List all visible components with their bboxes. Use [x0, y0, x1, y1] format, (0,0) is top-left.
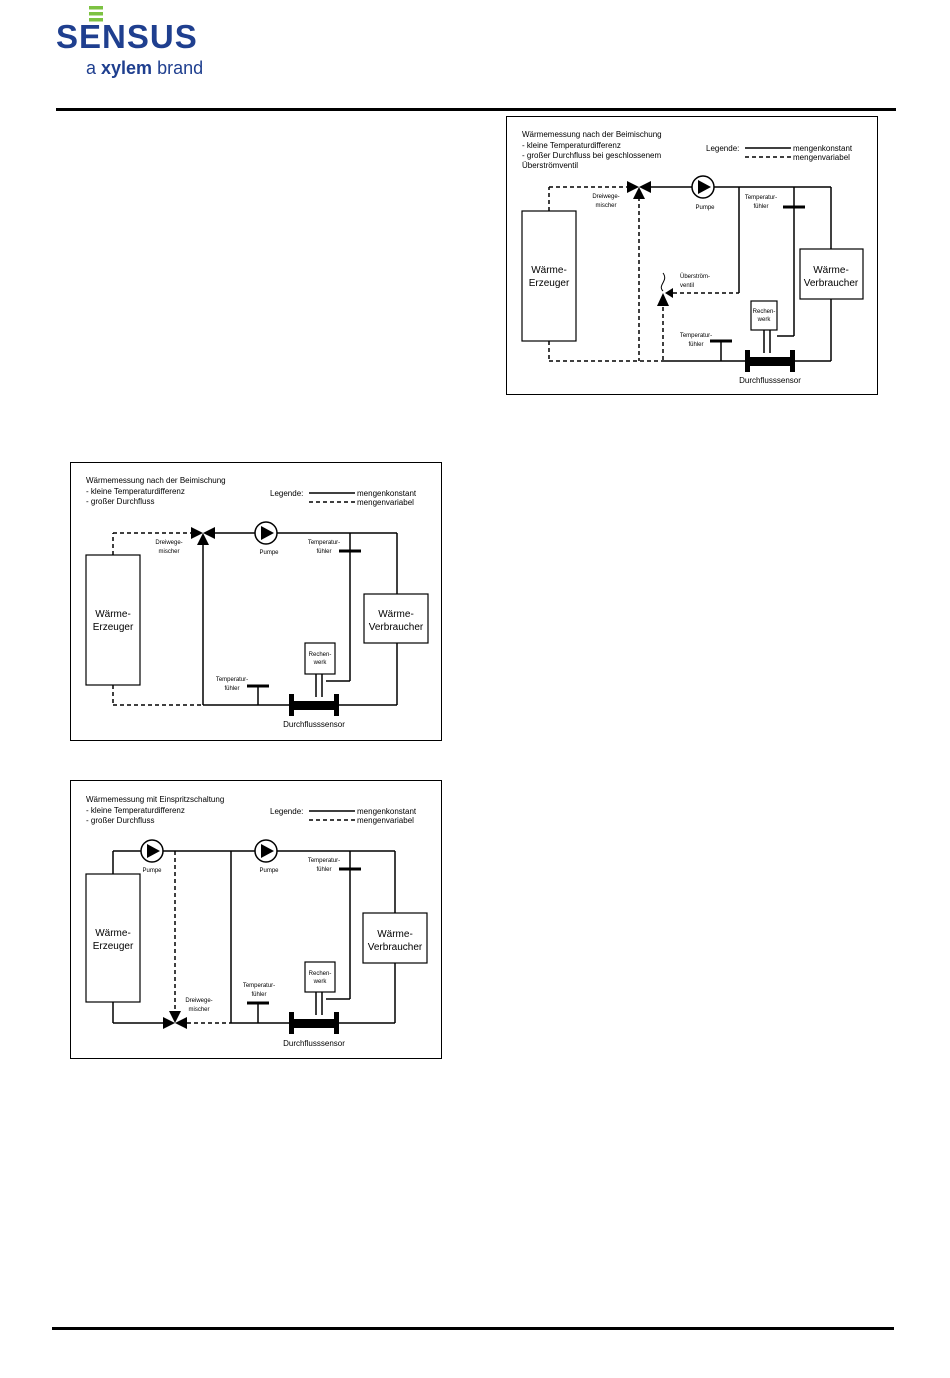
erzeuger-1: Wärme- — [531, 265, 567, 276]
durchfluss: Durchflusssensor — [739, 376, 801, 385]
heat-consumer — [363, 593, 429, 644]
rechen-2: werk — [313, 979, 328, 985]
rechen-1: Rechen- — [753, 309, 776, 315]
label: Legende: — [270, 489, 303, 498]
temp-1: Temperatur- — [308, 540, 340, 546]
temp-1: Temperatur- — [308, 858, 340, 864]
verbraucher-1: Wärme- — [813, 265, 849, 276]
verbraucher-1: Wärme- — [378, 609, 414, 620]
temp-2: fühler — [753, 204, 768, 210]
pumpe: Pumpe — [259, 868, 279, 874]
dashed: mengenvariabel — [357, 816, 414, 825]
heat-consumer — [799, 248, 864, 300]
mischer-1: Dreiwege- — [185, 998, 212, 1004]
rechen-2: werk — [313, 660, 328, 666]
temp-1: Temperatur- — [216, 677, 248, 683]
diagram-note: - kleine Temperaturdifferenz — [86, 806, 185, 815]
diagram-title: Wärmemessung mit Einspritzschaltung — [86, 795, 224, 804]
pump-icon — [254, 521, 278, 545]
verbraucher-1: Wärme- — [377, 929, 413, 940]
legend: Legende: mengenkonstant mengenvariabel — [270, 807, 417, 825]
verbraucher-2: Verbraucher — [368, 942, 423, 953]
diagram-title: Wärmemessung nach der Beimischung — [522, 130, 662, 139]
diagram-note: - kleine Temperaturdifferenz — [86, 487, 185, 496]
temp-2: fühler — [316, 867, 331, 873]
brand-name: SENSUS — [56, 18, 198, 55]
three-way-mixer-icon — [627, 181, 651, 199]
pumpe: Pumpe — [259, 550, 279, 556]
mischer-2: mischer — [158, 549, 179, 555]
label: Legende: — [706, 144, 739, 153]
erzeuger-2: Erzeuger — [93, 622, 134, 633]
diagram-note: - großer Durchfluss — [86, 816, 154, 825]
pump-icon — [140, 839, 164, 863]
diagram-note: - großer Durchfluss — [86, 497, 154, 506]
pumpe: Pumpe — [142, 868, 162, 874]
tagline-brand: xylem — [101, 58, 152, 78]
heat-generator — [85, 873, 141, 1003]
tagline-suffix: brand — [152, 58, 203, 78]
legend: Legende: mengenkonstant mengenvariabel — [270, 489, 417, 507]
calculator-unit — [304, 642, 336, 675]
diagram-note: - kleine Temperaturdifferenz — [522, 141, 621, 150]
three-way-mixer-icon — [191, 527, 215, 545]
overflow-valve-icon — [657, 272, 673, 306]
erzeuger-1: Wärme- — [95, 928, 131, 939]
solid: mengenkonstant — [357, 489, 417, 498]
legend: Legende: mengenkonstant mengenvariabel — [706, 144, 853, 162]
erzeuger-2: Erzeuger — [529, 278, 570, 289]
rechen-1: Rechen- — [309, 971, 332, 977]
pumpe: Pumpe — [695, 205, 715, 211]
verbraucher-2: Verbraucher — [804, 278, 859, 289]
ventil-2: ventil — [680, 283, 694, 289]
diagram-note: Überströmventil — [522, 161, 578, 170]
temp-1: Temperatur- — [243, 983, 275, 989]
temp-2: fühler — [224, 686, 239, 692]
diagram-injection: Wärmemessung mit Einspritzschaltung - kl… — [70, 780, 442, 1059]
temp-2: fühler — [316, 549, 331, 555]
verbraucher-2: Verbraucher — [369, 622, 424, 633]
diagram-title: Wärmemessung nach der Beimischung — [86, 476, 226, 485]
svg-text:a xylem brand: a xylem brand — [86, 58, 203, 78]
label: Legende: — [270, 807, 303, 816]
calculator-unit — [304, 961, 336, 993]
mischer-1: Dreiwege- — [592, 194, 619, 200]
temp-1: Temperatur- — [745, 195, 777, 201]
solid: mengenkonstant — [793, 144, 853, 153]
mischer-2: mischer — [188, 1007, 209, 1013]
rechen-1: Rechen- — [309, 652, 332, 658]
heat-consumer — [362, 912, 428, 964]
heat-generator — [521, 210, 577, 342]
dashed: mengenvariabel — [793, 153, 850, 162]
diagram-after-admixture: Wärmemessung nach der Beimischung - klei… — [70, 462, 442, 741]
mischer-1: Dreiwege- — [155, 540, 182, 546]
mischer-2: mischer — [595, 203, 616, 209]
ventil-1: Überström- — [680, 273, 710, 280]
sensus-logo: SENSUS a xylem brand — [56, 4, 216, 80]
flow-sensor — [289, 1012, 339, 1034]
tagline-prefix: a — [86, 58, 101, 78]
heat-generator — [85, 554, 141, 686]
diagram-note: - großer Durchfluss bei geschlossenem — [522, 151, 662, 160]
temp-2: fühler — [688, 342, 703, 348]
temp-1: Temperatur- — [680, 333, 712, 339]
dashed: mengenvariabel — [357, 498, 414, 507]
pump-icon — [254, 839, 278, 863]
temp-2: fühler — [251, 992, 266, 998]
pump-icon — [691, 175, 715, 199]
solid: mengenkonstant — [357, 807, 417, 816]
erzeuger-1: Wärme- — [95, 609, 131, 620]
calculator-unit — [750, 300, 778, 331]
flow-sensor — [289, 694, 339, 716]
erzeuger-2: Erzeuger — [93, 941, 134, 952]
header-rule — [56, 108, 896, 111]
diagram-overflow-valve: Wärmemessung nach der Beimischung - klei… — [506, 116, 878, 395]
rechen-2: werk — [757, 317, 772, 323]
footer-rule — [52, 1327, 894, 1330]
flow-sensor — [745, 350, 795, 372]
three-way-mixer-icon — [163, 1011, 187, 1029]
durchfluss: Durchflusssensor — [283, 1039, 345, 1048]
durchfluss: Durchflusssensor — [283, 720, 345, 729]
